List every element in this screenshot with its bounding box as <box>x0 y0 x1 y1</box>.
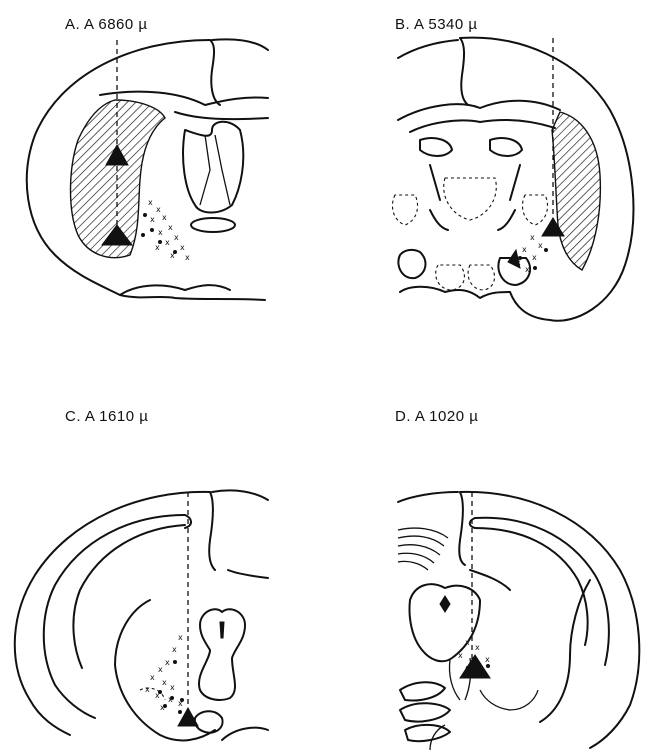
svg-text:x: x <box>485 655 490 664</box>
panel-d-midline <box>459 492 465 565</box>
panel-a-right-hemisphere-edge <box>212 39 268 50</box>
svg-text:x: x <box>475 643 480 652</box>
svg-text:x: x <box>155 243 160 252</box>
svg-text:x: x <box>150 673 155 682</box>
panel-d-thalamus <box>540 580 590 722</box>
panel-c-inner-cortex <box>44 515 185 718</box>
svg-text:x: x <box>145 685 150 694</box>
svg-text:x: x <box>525 265 530 274</box>
svg-text:x: x <box>530 233 535 242</box>
svg-text:x: x <box>522 245 527 254</box>
panel-b-ventral-outline <box>400 287 510 298</box>
svg-text:x: x <box>162 213 167 222</box>
panel-b: B. A 5340 µ xx xx xx <box>320 0 648 330</box>
panel-d-ventral-structures <box>400 682 445 700</box>
svg-text:x: x <box>185 253 190 262</box>
panel-b-hatched-region <box>552 112 600 270</box>
panel-a-midline-dorsal <box>210 40 220 105</box>
svg-text:x: x <box>532 253 537 262</box>
panel-d-cortex-outline <box>460 492 639 748</box>
svg-text:x: x <box>162 678 167 687</box>
svg-text:x: x <box>174 233 179 242</box>
svg-text:x: x <box>165 238 170 247</box>
panel-b-midline-dorsal <box>460 38 468 105</box>
svg-text:x: x <box>158 228 163 237</box>
svg-text:x: x <box>465 638 470 647</box>
panel-b-brain-section: xx xx xx <box>320 0 648 330</box>
panel-b-cortex-outline <box>460 38 633 321</box>
panel-d-inner-cortex <box>475 518 609 665</box>
svg-text:x: x <box>150 215 155 224</box>
svg-text:x: x <box>538 241 543 250</box>
svg-text:x: x <box>165 658 170 667</box>
panel-b-corpus-callosum <box>398 101 560 120</box>
panel-b-cell-marks: xx xx xx <box>508 233 548 274</box>
panel-a-ventricle <box>183 122 243 213</box>
svg-text:x: x <box>170 683 175 692</box>
svg-text:x: x <box>156 205 161 214</box>
svg-text:x: x <box>178 633 183 642</box>
svg-text:x: x <box>158 665 163 674</box>
svg-text:x: x <box>172 645 177 654</box>
svg-text:x: x <box>168 223 173 232</box>
svg-text:x: x <box>458 651 463 660</box>
svg-text:x: x <box>148 198 153 207</box>
panel-a-cortex-outline <box>27 40 265 300</box>
panel-c-midline <box>209 492 215 570</box>
svg-text:x: x <box>180 243 185 252</box>
